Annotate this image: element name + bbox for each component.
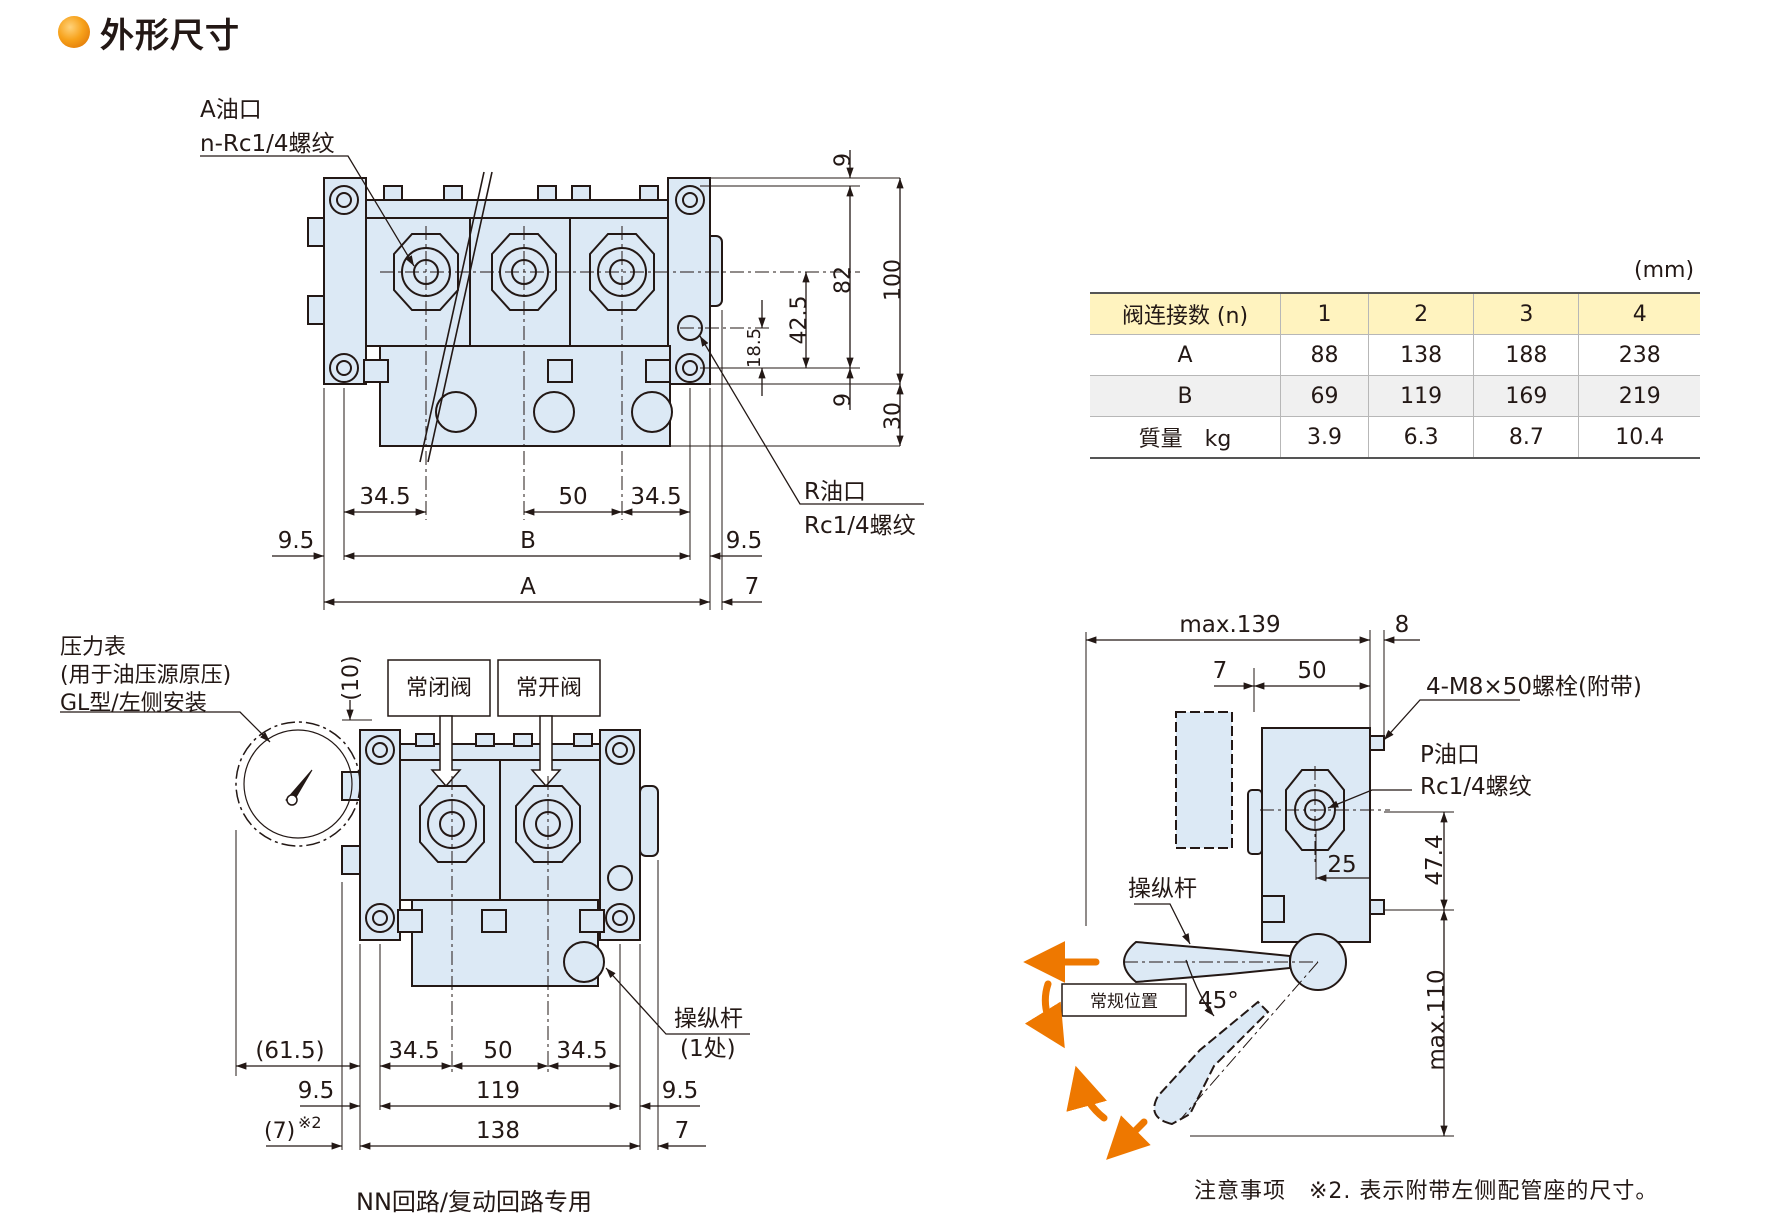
- pressure-gauge-icon: [235, 721, 361, 847]
- bv-dim-7: 7: [675, 1118, 690, 1144]
- normal-position-box: [1061, 983, 1187, 1017]
- dim-50: 50: [558, 484, 587, 510]
- table-header-row: 阀连接数 (n) 1 2 3 4: [1090, 292, 1700, 335]
- dim-9-5-left: 9.5: [278, 528, 315, 554]
- unit-label: (mm): [1634, 258, 1695, 283]
- dim-7: 7: [745, 574, 760, 600]
- dim-9-bot: 9: [831, 393, 856, 407]
- gauge-mount: GL型/左侧安装: [60, 691, 207, 716]
- dimension-table: 阀连接数 (n) 1 2 3 4 A 88 138 188 238 B 69 1…: [1090, 292, 1700, 459]
- bv-note-mark: ※2: [298, 1113, 322, 1132]
- section-heading: 外形尺寸: [58, 10, 240, 56]
- table-cell: 119: [1368, 375, 1475, 417]
- bv-dim-9-5-right: 9.5: [662, 1078, 699, 1104]
- no-valve-label: 常开阀: [516, 676, 582, 701]
- dim-34-5-right: 34.5: [630, 484, 681, 510]
- section-title: 外形尺寸: [100, 15, 240, 56]
- gauge-note: (用于油压源原压): [60, 663, 231, 688]
- top-view: [307, 177, 723, 447]
- dim-A: A: [520, 574, 536, 600]
- r-port-label: R油口: [804, 479, 866, 505]
- sv-dim-25: 25: [1327, 852, 1356, 878]
- sv-lever-label: 操纵杆: [1128, 876, 1197, 902]
- table-cell: 138: [1368, 334, 1475, 376]
- table-header-cell: 3: [1473, 292, 1580, 335]
- dim-9-5-right: 9.5: [726, 528, 763, 554]
- bv-dim-7-paren: (7): [264, 1119, 295, 1144]
- side-view: [1123, 711, 1385, 1126]
- dim-30: 30: [881, 402, 906, 430]
- sv-max110: max.110: [1424, 969, 1450, 1070]
- sv-max139: max.139: [1179, 612, 1280, 638]
- row-label: 質量 kg: [1090, 416, 1281, 459]
- bottom-view: [341, 729, 659, 987]
- dim-42-5: 42.5: [787, 296, 812, 345]
- table-cell: 88: [1280, 334, 1370, 376]
- normal-position-label: 常规位置: [1090, 992, 1158, 1012]
- dim-B: B: [520, 528, 536, 554]
- table-row: A 88 138 188 238: [1090, 334, 1700, 376]
- dim-82: 82: [831, 266, 856, 294]
- a-port-thread: n-Rc1/4螺纹: [200, 131, 335, 157]
- row-label: A: [1090, 334, 1281, 376]
- bv-dim-9-5-left: 9.5: [298, 1078, 335, 1104]
- bv-dim-119: 119: [476, 1078, 520, 1104]
- bolt-label: 4-M8×50螺栓(附带): [1426, 674, 1642, 700]
- gauge-label: 压力表: [60, 635, 126, 660]
- bv-dim-138: 138: [476, 1118, 520, 1144]
- table-cell: 10.4: [1578, 416, 1700, 459]
- sv-angle: 45°: [1198, 988, 1239, 1014]
- dim-61-5: (61.5): [255, 1038, 324, 1064]
- circuit-caption: NN回路/复动回路专用: [356, 1188, 592, 1216]
- a-port-label: A油口: [200, 97, 262, 123]
- table-header-cell: 2: [1368, 292, 1475, 335]
- bv-dim-34-5-left: 34.5: [388, 1038, 439, 1064]
- p-port-thread: Rc1/4螺纹: [1420, 774, 1532, 800]
- table-header-cell: 1: [1280, 292, 1370, 335]
- table-header-cell: 阀连接数 (n): [1090, 292, 1281, 335]
- motion-arrows: [1023, 941, 1151, 1160]
- row-label: B: [1090, 375, 1281, 417]
- p-port-label: P油口: [1420, 742, 1480, 768]
- table-cell: 8.7: [1473, 416, 1580, 459]
- table-row: B 69 119 169 219: [1090, 375, 1700, 417]
- sv-dim-47-4: 47.4: [1422, 834, 1448, 885]
- dim-100: 100: [881, 259, 906, 301]
- table-row: 質量 kg 3.9 6.3 8.7 10.4: [1090, 416, 1700, 459]
- bv-dim-50: 50: [483, 1038, 512, 1064]
- lever-count: (1处): [680, 1036, 736, 1062]
- r-port-thread: Rc1/4螺纹: [804, 513, 916, 539]
- sv-dim-7: 7: [1213, 658, 1228, 684]
- table-cell: 188: [1473, 334, 1580, 376]
- dim-10: (10): [339, 655, 364, 700]
- table-cell: 3.9: [1280, 416, 1370, 459]
- table-cell: 69: [1280, 375, 1370, 417]
- table-cell: 238: [1578, 334, 1700, 376]
- table-cell: 219: [1578, 375, 1700, 417]
- nc-valve-label: 常闭阀: [406, 676, 472, 701]
- dim-9-top: 9: [831, 153, 856, 167]
- dim-34-5-left: 34.5: [359, 484, 410, 510]
- table-cell: 169: [1473, 375, 1580, 417]
- table-header-cell: 4: [1578, 292, 1700, 335]
- dim-18-5: 18.5: [744, 328, 765, 368]
- table-cell: 6.3: [1368, 416, 1475, 459]
- orange-bullet-icon: [58, 16, 90, 48]
- bv-dim-34-5-right: 34.5: [556, 1038, 607, 1064]
- footnote: 注意事项 ※2. 表示附带左侧配管座的尺寸。: [1194, 1179, 1659, 1204]
- lever-label: 操纵杆: [674, 1006, 743, 1032]
- sv-dim-8: 8: [1395, 612, 1410, 638]
- sv-dim-50: 50: [1297, 658, 1326, 684]
